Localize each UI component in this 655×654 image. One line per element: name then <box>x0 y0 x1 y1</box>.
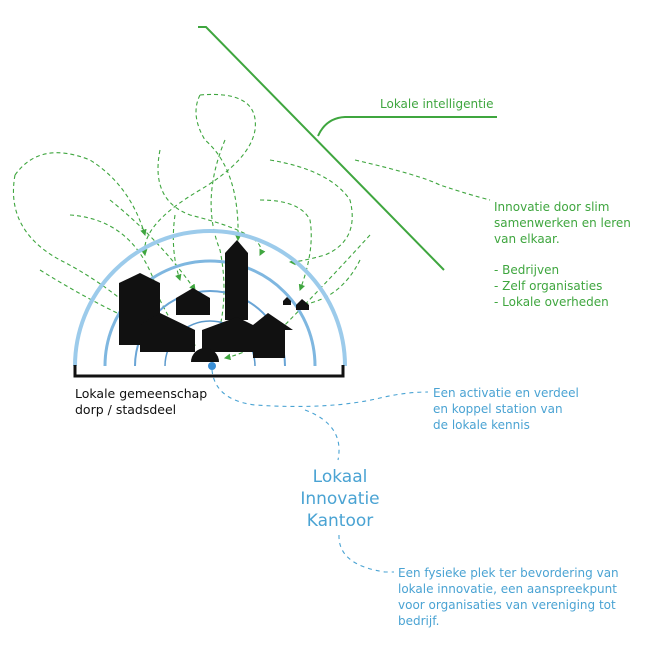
community-bracket <box>73 365 345 378</box>
note-line: lokale innovatie, een aanspreekpunt <box>398 582 617 596</box>
note-line: Innovatie door slim <box>494 200 609 214</box>
intelligence-line <box>198 26 497 271</box>
intelligence-label: Lokale intelligentie <box>380 97 494 111</box>
office-links <box>211 369 429 573</box>
office-title-line: Innovatie <box>300 489 379 509</box>
community-sublabel: dorp / stadsdeel <box>75 402 176 417</box>
note-line: samenwerken en leren <box>494 216 631 230</box>
note-line: Een fysieke plek ter bevordering van <box>398 566 619 580</box>
note-line: de lokale kennis <box>433 418 530 432</box>
note-line: van elkaar. <box>494 232 560 246</box>
note-line: Een activatie en verdeel <box>433 386 579 400</box>
list-item: - Bedrijven <box>494 263 559 277</box>
innovation-note: Innovatie door slim samenwerken en leren… <box>494 200 631 309</box>
note-line: bedrijf. <box>398 614 439 628</box>
activation-note: Een activatie en verdeel en koppel stati… <box>433 386 579 432</box>
list-item: - Lokale overheden <box>494 295 609 309</box>
list-item: - Zelf organisaties <box>494 279 602 293</box>
office-title: Lokaal Innovatie Kantoor <box>300 467 379 531</box>
village-buildings <box>119 240 309 362</box>
note-line: voor organisaties van vereniging tot <box>398 598 616 612</box>
office-note: Een fysieke plek ter bevordering van lok… <box>398 566 619 628</box>
office-node <box>208 362 216 370</box>
community-label: Lokale gemeenschap <box>75 386 207 401</box>
office-title-line: Kantoor <box>307 511 374 531</box>
note-line: en koppel station van <box>433 402 563 416</box>
office-title-line: Lokaal <box>313 467 368 487</box>
